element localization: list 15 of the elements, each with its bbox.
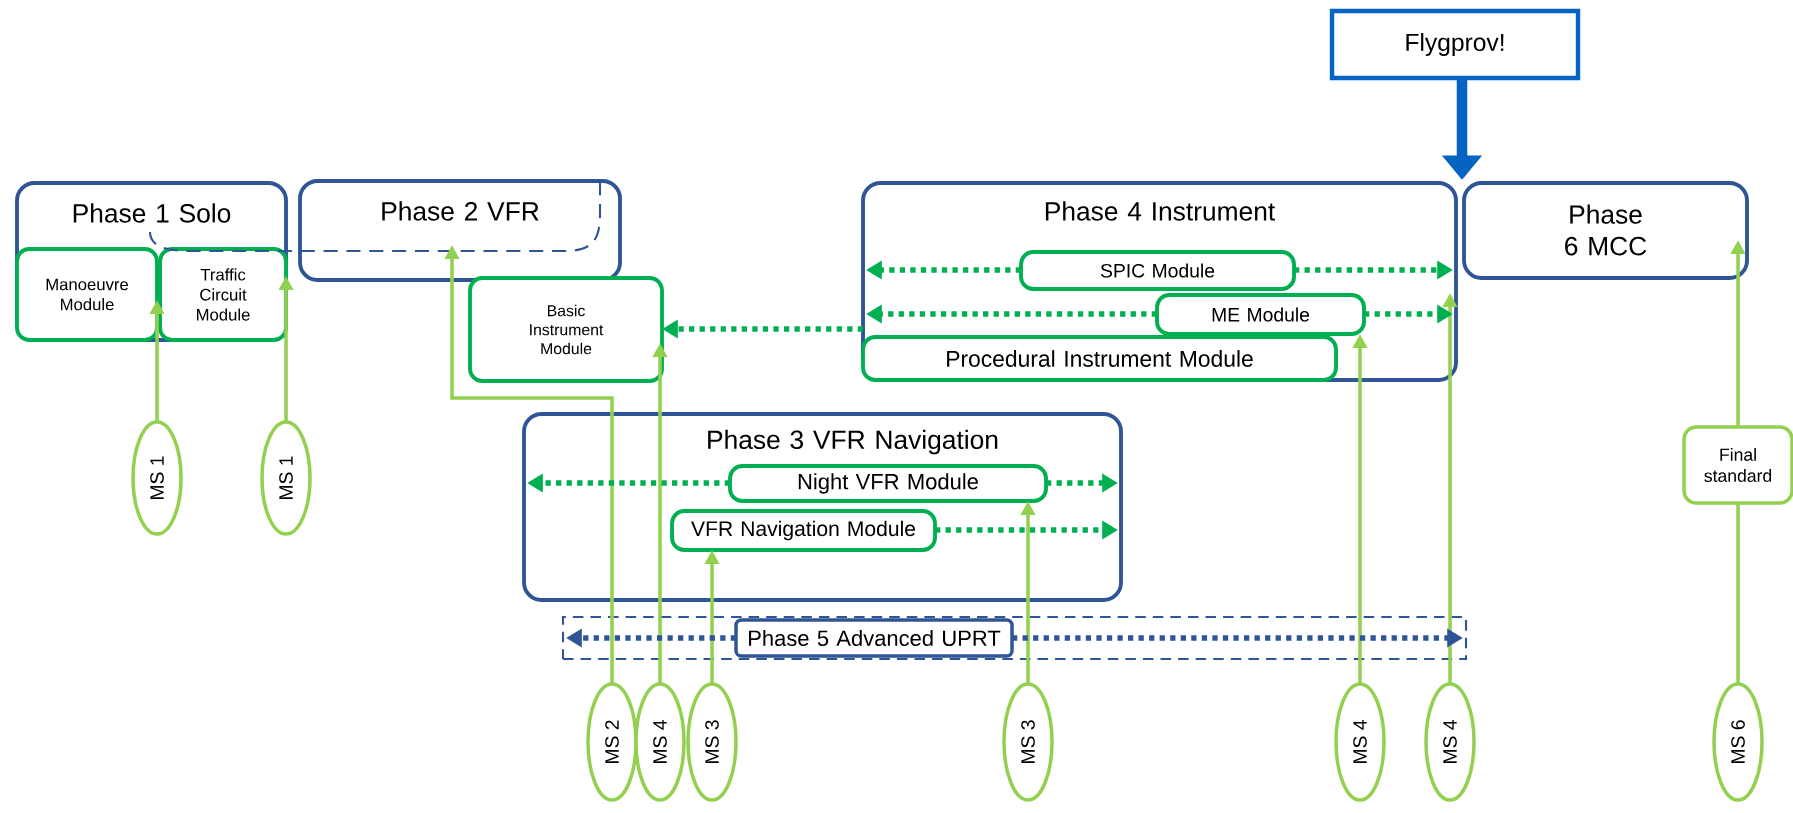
- phase-box: Phase 2 VFR: [298, 179, 622, 282]
- phase-box: Phase 6 MCC: [1462, 181, 1749, 280]
- module-box: Night VFR Module: [728, 464, 1048, 503]
- connector-line: [1736, 503, 1740, 684]
- standard-box: Final standard: [1682, 425, 1793, 505]
- module-box: Traffic Circuit Module: [158, 247, 288, 342]
- module-box: Manoeuvre Module: [15, 247, 159, 342]
- phase-box: Phase 5 Advanced UPRT: [734, 618, 1014, 658]
- module-box: Procedural Instrument Module: [861, 335, 1338, 382]
- module-box: VFR Navigation Module: [670, 509, 937, 552]
- module-box: ME Module: [1155, 293, 1366, 336]
- callout-box: Flygprov!: [1329, 8, 1581, 81]
- module-box: Basic Instrument Module: [468, 276, 664, 383]
- node-label: MS 4: [653, 720, 667, 763]
- module-box: SPIC Module: [1019, 250, 1296, 291]
